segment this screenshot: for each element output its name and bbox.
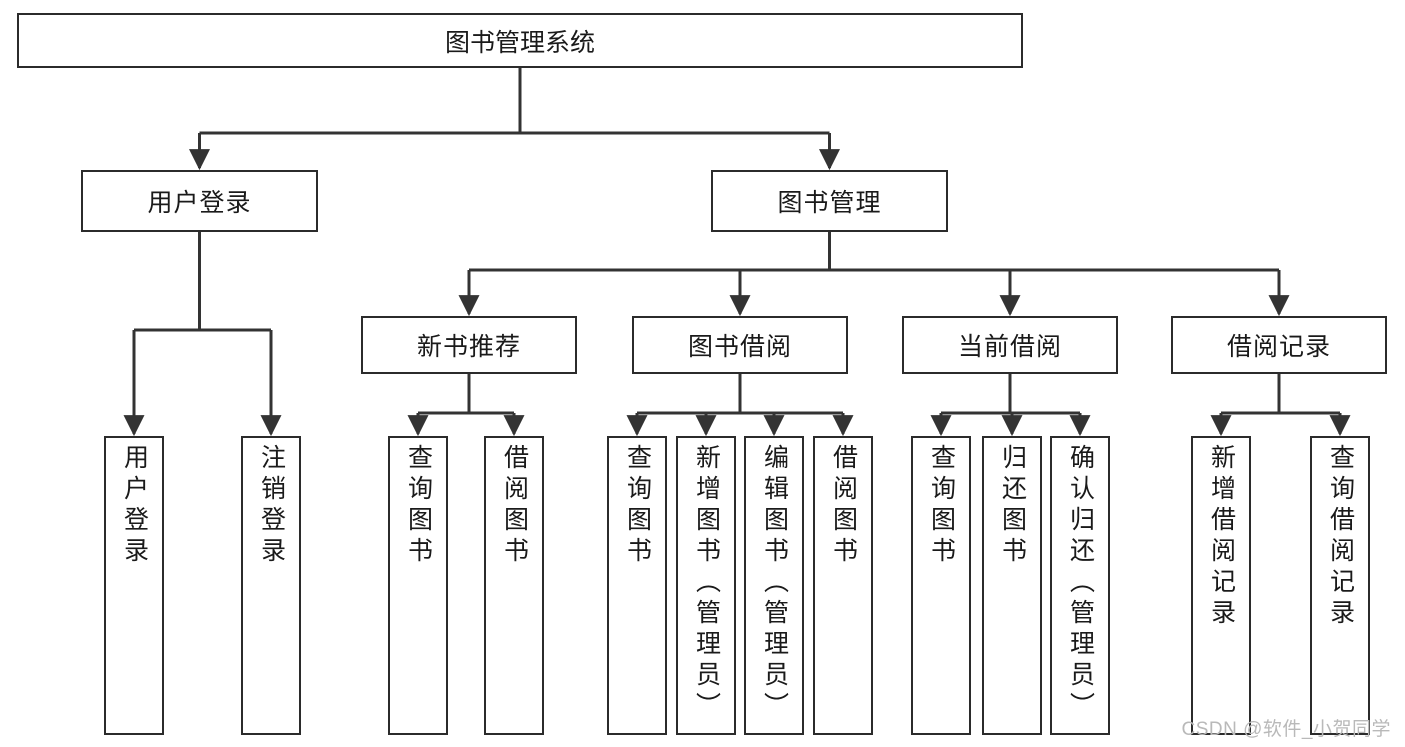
- node-book-manage-label: 图书管理: [777, 189, 882, 217]
- node-leaf-query-book-3[interactable]: 查询图书: [911, 436, 971, 735]
- node-current-borrow-label: 当前借阅: [957, 333, 1062, 361]
- node-root[interactable]: 图书管理系统: [17, 13, 1023, 68]
- node-leaf-borrow-book-2-label: 借阅图书: [829, 444, 858, 568]
- node-leaf-add-borrow-record-label: 新增借阅记录: [1207, 444, 1236, 630]
- node-leaf-add-book-admin[interactable]: 新增图书（管理员）: [676, 436, 736, 735]
- node-borrow-record[interactable]: 借阅记录: [1171, 316, 1387, 374]
- node-root-label: 图书管理系统: [444, 28, 595, 57]
- node-leaf-confirm-return-label: 确认归还（管理员）: [1066, 444, 1095, 723]
- node-new-book-recommend[interactable]: 新书推荐: [361, 316, 577, 374]
- node-leaf-add-book-admin-label: 新增图书（管理员）: [692, 444, 721, 723]
- node-leaf-query-book-3-label: 查询图书: [927, 444, 956, 568]
- node-borrow-record-label: 借阅记录: [1226, 333, 1331, 361]
- node-leaf-add-borrow-record[interactable]: 新增借阅记录: [1191, 436, 1251, 735]
- node-current-borrow[interactable]: 当前借阅: [902, 316, 1118, 374]
- node-leaf-query-book-2-label: 查询图书: [623, 444, 652, 568]
- node-book-borrow[interactable]: 图书借阅: [632, 316, 848, 374]
- node-leaf-borrow-book-1-label: 借阅图书: [500, 444, 529, 568]
- node-book-borrow-label: 图书借阅: [687, 333, 792, 361]
- node-leaf-query-book-2[interactable]: 查询图书: [607, 436, 667, 735]
- node-leaf-borrow-book-1[interactable]: 借阅图书: [484, 436, 544, 735]
- node-leaf-query-borrow-record-label: 查询借阅记录: [1326, 444, 1355, 630]
- node-book-manage[interactable]: 图书管理: [711, 170, 948, 232]
- node-leaf-user-login-label: 用户登录: [120, 444, 149, 568]
- node-leaf-logout-login-label: 注销登录: [257, 444, 286, 568]
- node-leaf-user-login[interactable]: 用户登录: [104, 436, 164, 735]
- node-leaf-return-book-label: 归还图书: [998, 444, 1027, 568]
- node-leaf-borrow-book-2[interactable]: 借阅图书: [813, 436, 873, 735]
- node-leaf-query-borrow-record[interactable]: 查询借阅记录: [1310, 436, 1370, 735]
- node-leaf-logout-login[interactable]: 注销登录: [241, 436, 301, 735]
- node-new-book-recommend-label: 新书推荐: [416, 333, 521, 361]
- watermark-text: CSDN @软件_小贺同学: [1181, 719, 1391, 740]
- node-user-login-label: 用户登录: [147, 189, 252, 217]
- node-user-login[interactable]: 用户登录: [81, 170, 318, 232]
- node-leaf-edit-book-admin[interactable]: 编辑图书（管理员）: [744, 436, 804, 735]
- node-leaf-confirm-return[interactable]: 确认归还（管理员）: [1050, 436, 1110, 735]
- node-leaf-query-book-1[interactable]: 查询图书: [388, 436, 448, 735]
- node-leaf-query-book-1-label: 查询图书: [404, 444, 433, 568]
- node-leaf-edit-book-admin-label: 编辑图书（管理员）: [760, 444, 789, 723]
- node-leaf-return-book[interactable]: 归还图书: [982, 436, 1042, 735]
